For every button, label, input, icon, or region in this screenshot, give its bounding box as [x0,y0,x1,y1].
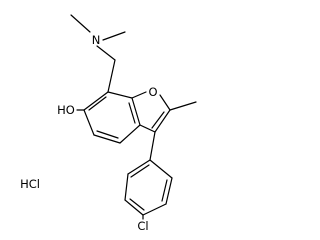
bond-ph3-ph4-inner [129,198,145,211]
bond-c2-c3 [154,109,171,133]
bond-methyl-left [70,14,91,33]
bond-ph2-ph3 [124,173,129,201]
bond-o1-c2 [159,94,171,111]
bond-c2-c3-inner [151,111,165,129]
bond-ph1-ph2-inner [130,164,150,178]
bond-c7-c6-inner [88,96,107,111]
bond-ph1-ph2 [127,159,151,175]
atom-label-chlorine: Cl [137,219,148,232]
atom-label-ring-oxygen: O [148,85,157,99]
bond-c7-c6 [83,91,109,111]
bond-c7a-c7 [107,91,133,99]
bond-n-ch2 [96,45,116,61]
bond-c7a-o1 [131,91,147,99]
salt-label-hcl: HCl [20,177,40,191]
molecule-structure: N O HO Cl HCl [20,14,197,232]
atom-labels: N O HO Cl HCl [20,33,157,232]
bond-ph4-ph5 [142,203,167,216]
bond-ph5-ph6-inner [161,179,168,202]
atom-label-nitrogen: N [92,33,101,47]
bond-ph6-ph1 [149,159,173,179]
bond-ph3-ph4 [124,199,144,216]
bond-ph5-ph6 [165,177,173,205]
bond-c3a-c7a [131,97,141,126]
bond-c3-c3a [139,124,156,133]
bond-c3-phenyl [149,131,156,161]
bond-ch2-ring [107,59,116,93]
bond-methyl-right [102,31,126,41]
bond-c3a-c7a-inner [128,102,136,124]
bond-lines [70,14,197,220]
bond-c6-c5 [83,109,95,136]
bond-c2-methyl [169,101,197,111]
atom-label-hydroxyl: HO [57,103,75,117]
bond-c5-c4-inner [96,130,119,139]
bond-c4-c3a [119,124,141,144]
bond-c5-c4 [93,134,121,144]
